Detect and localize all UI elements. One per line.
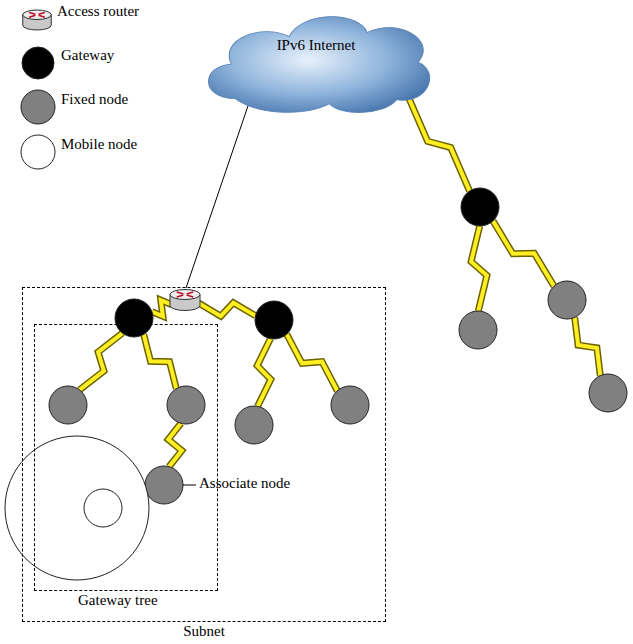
router-arrow xyxy=(29,15,35,17)
callout-label: Associate node xyxy=(199,475,290,492)
fixed-node xyxy=(459,311,497,349)
fixed-node xyxy=(331,386,369,424)
fixed-node xyxy=(235,406,273,444)
router-icon xyxy=(23,10,52,20)
wireless-link xyxy=(80,333,123,390)
wireless-link xyxy=(287,334,338,391)
wireless-link xyxy=(409,98,470,191)
router-arrow xyxy=(39,15,45,17)
region-label: Gateway tree xyxy=(78,592,158,609)
legend-mobile xyxy=(21,135,55,169)
legend-text: Fixed node xyxy=(61,91,128,108)
wireless-link xyxy=(409,98,470,191)
wireless-link xyxy=(575,317,601,375)
leader-line xyxy=(183,485,196,486)
wireless-link xyxy=(471,226,487,311)
legend-fixed xyxy=(21,90,55,124)
router-arrow xyxy=(177,295,184,297)
mobile-node xyxy=(84,489,122,527)
legend-text: Gateway xyxy=(61,47,114,64)
router-icon xyxy=(170,290,200,300)
gateway-node xyxy=(255,301,293,339)
legend-text: Access router xyxy=(57,3,139,20)
router-arrow xyxy=(29,12,35,14)
cloud-shape xyxy=(209,17,430,113)
fixed-node xyxy=(145,466,183,504)
fixed-node xyxy=(548,281,586,319)
wireless-link xyxy=(152,300,172,316)
wireless-link xyxy=(144,334,177,388)
wireless-link xyxy=(493,221,554,286)
wireless-link xyxy=(493,221,554,286)
router-arrow xyxy=(177,292,184,294)
cloud-outline xyxy=(195,5,437,117)
wireless-link xyxy=(471,226,487,311)
router-arrow xyxy=(39,12,45,14)
fixed-node xyxy=(167,386,205,424)
cloud-label: IPv6 Internet xyxy=(195,37,437,54)
legend-text: Mobile node xyxy=(61,136,137,153)
wireless-link xyxy=(80,333,123,390)
wireless-link xyxy=(575,317,601,375)
wireless-link xyxy=(144,334,177,388)
wireless-link xyxy=(199,303,256,317)
wireless-link xyxy=(257,339,271,407)
wire xyxy=(186,100,250,288)
gateway-node xyxy=(115,299,153,337)
subnet-region: SubnetGateway tree xyxy=(22,287,386,622)
wireless-link xyxy=(287,334,338,391)
wireless-link xyxy=(168,423,182,466)
wireless-link xyxy=(168,423,182,466)
legend-gateway xyxy=(22,47,54,79)
mobile-range xyxy=(5,436,149,580)
gateway-tree-region: Gateway tree xyxy=(34,324,218,591)
fixed-node xyxy=(49,386,87,424)
router-arrow xyxy=(187,292,194,294)
wireless-link xyxy=(257,339,271,407)
wireless-link xyxy=(152,300,172,316)
region-label: Subnet xyxy=(23,623,385,640)
wireless-link xyxy=(199,303,256,317)
router-arrow xyxy=(187,295,194,297)
fixed-node xyxy=(589,374,627,412)
internet-cloud: IPv6 Internet xyxy=(195,5,437,117)
gateway-node xyxy=(461,188,499,226)
